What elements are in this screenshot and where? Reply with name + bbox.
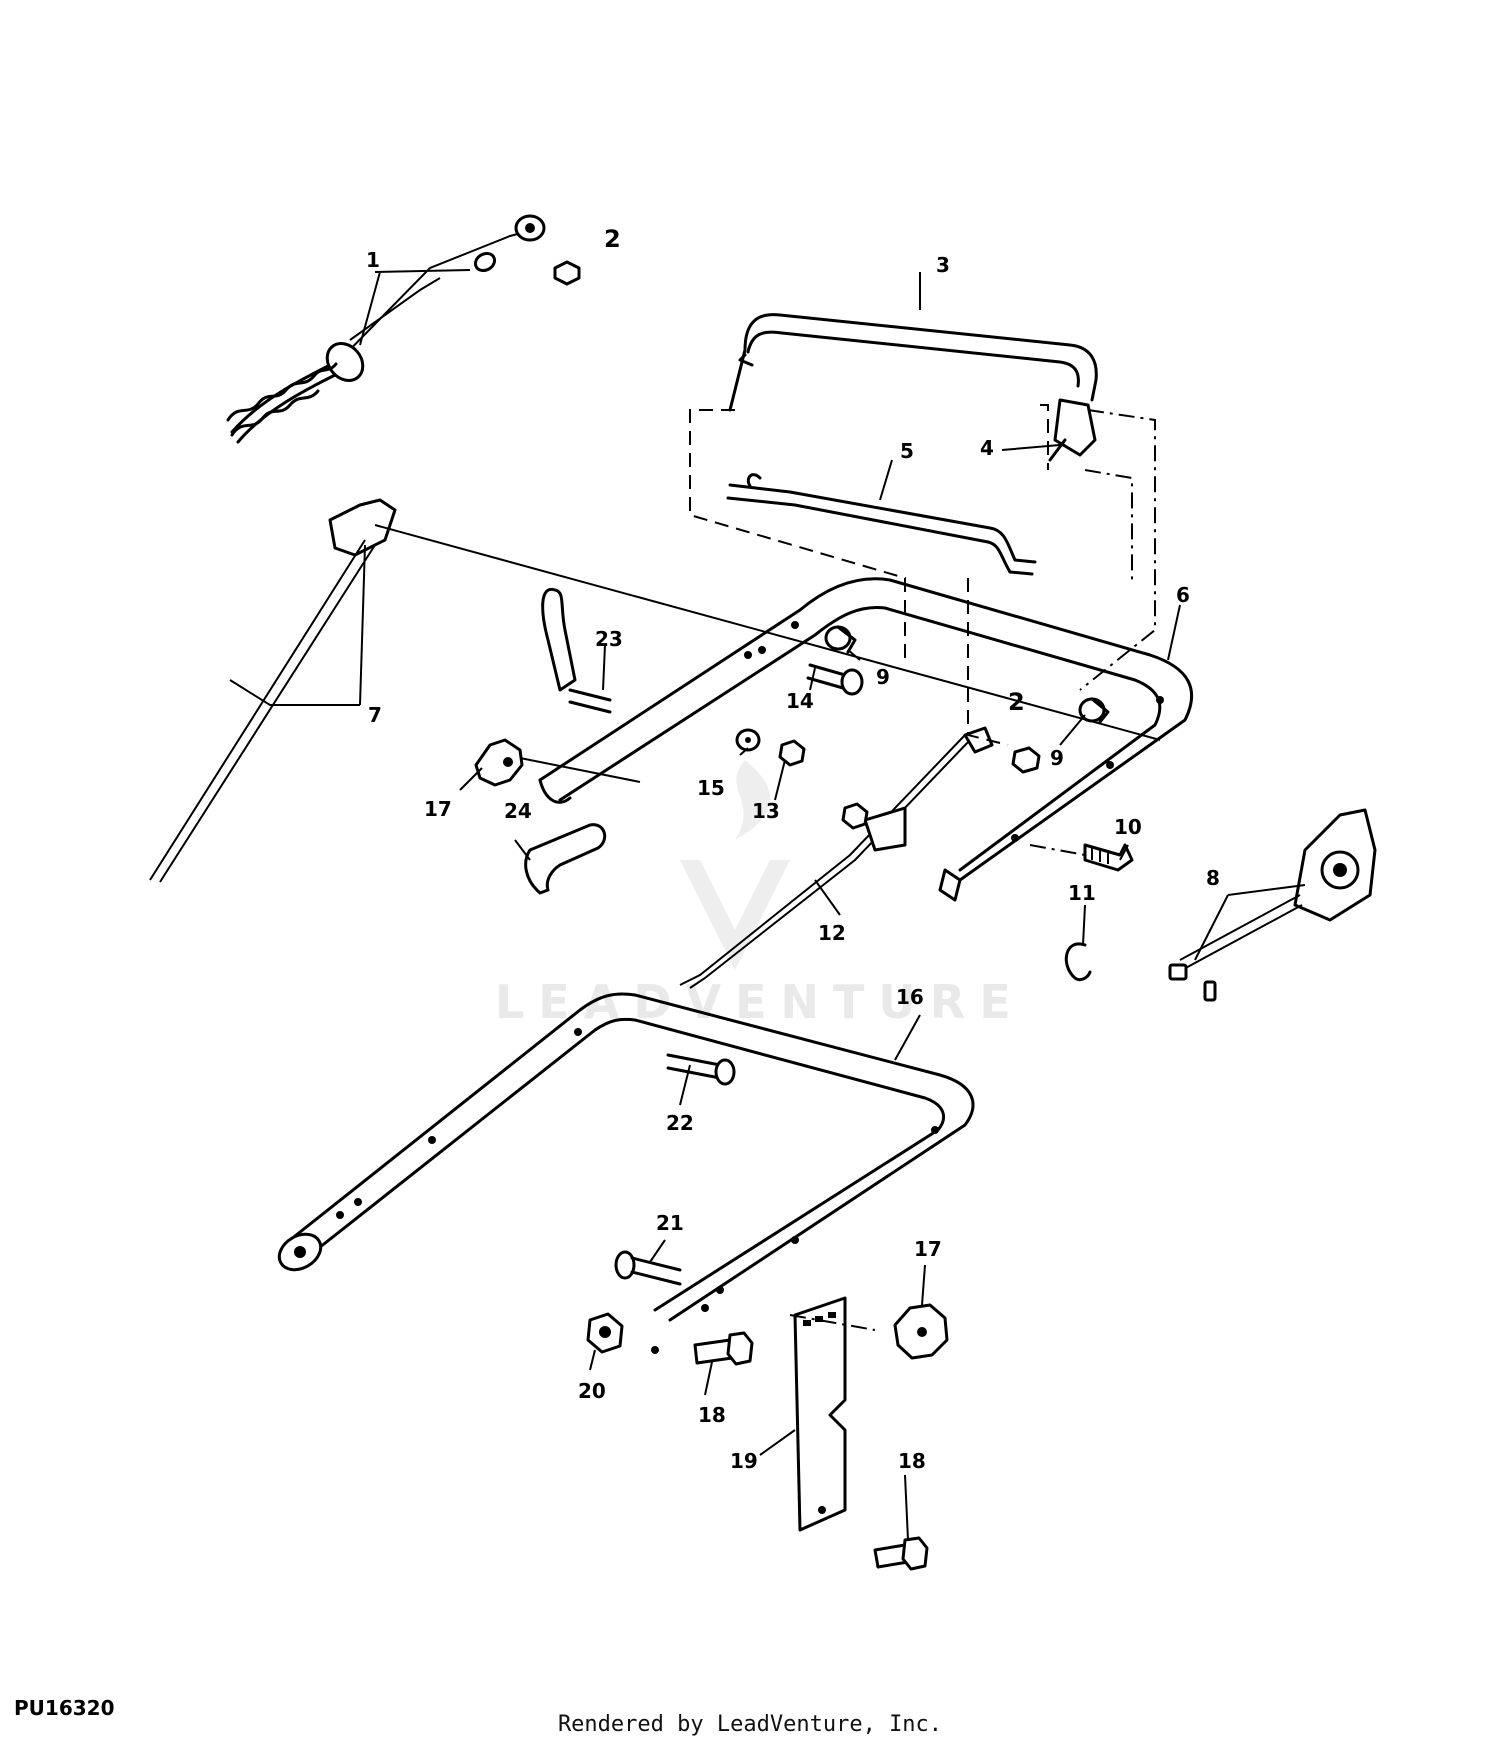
part-12-link-rod bbox=[679, 726, 994, 989]
part-1-control-cable bbox=[226, 214, 546, 444]
part-8-control-box bbox=[1168, 808, 1377, 1002]
callout-16: 16 bbox=[896, 985, 924, 1009]
part-24-sleeve bbox=[524, 823, 607, 895]
part-19-bracket bbox=[793, 1296, 847, 1532]
callout-6: 6 bbox=[1176, 583, 1190, 607]
part-2-nut bbox=[553, 260, 581, 286]
part-6-upper-handle-frame bbox=[538, 577, 1194, 902]
part-5-rod bbox=[726, 473, 1037, 576]
part-9-spacer-left bbox=[824, 625, 857, 654]
part-15-washer bbox=[735, 728, 761, 752]
watermark: LEADVENTURE bbox=[495, 760, 1025, 1029]
callout-24: 24 bbox=[504, 799, 532, 823]
callout-1: 1 bbox=[366, 248, 380, 272]
part-17-knob-upper bbox=[474, 738, 641, 787]
part-22-carriage-bolt bbox=[666, 1053, 736, 1086]
callout-12: 12 bbox=[818, 921, 846, 945]
watermark-text: LEADVENTURE bbox=[495, 975, 1025, 1029]
part-13-nut bbox=[778, 739, 869, 830]
callout-20: 20 bbox=[578, 1379, 606, 1403]
callout-2-top: 2 bbox=[604, 225, 621, 253]
part-10-screw bbox=[1083, 843, 1134, 872]
part-3-upper-handle bbox=[728, 313, 1098, 412]
callout-15: 15 bbox=[697, 776, 725, 800]
callout-5: 5 bbox=[900, 439, 914, 463]
assembly-lines bbox=[689, 404, 1156, 1331]
callout-18-upper: 18 bbox=[698, 1403, 726, 1427]
figure-code: PU16320 bbox=[14, 1696, 115, 1720]
callout-17-lower: 17 bbox=[914, 1237, 942, 1261]
part-21-bolt bbox=[614, 1250, 682, 1286]
callout-3: 3 bbox=[936, 253, 950, 277]
part-23-pin bbox=[541, 587, 612, 714]
callout-10: 10 bbox=[1114, 815, 1142, 839]
part-18-bolt-upper bbox=[693, 1331, 754, 1366]
part-11-retaining-ring bbox=[1064, 942, 1092, 982]
callout-21: 21 bbox=[656, 1211, 684, 1235]
callout-13: 13 bbox=[752, 799, 780, 823]
callout-8: 8 bbox=[1206, 866, 1220, 890]
callout-23: 23 bbox=[595, 627, 623, 651]
part-9-spacer-right bbox=[1078, 697, 1110, 724]
callout-4: 4 bbox=[980, 436, 994, 460]
callouts: 1 2 3 4 5 6 7 8 9 9 10 11 12 13 14 15 16… bbox=[366, 225, 1220, 1473]
leader-lines bbox=[229, 269, 1306, 1541]
part-4-clip bbox=[1048, 398, 1097, 462]
callout-22: 22 bbox=[666, 1111, 694, 1135]
callout-2-mid: 2 bbox=[1008, 688, 1025, 716]
callout-17-upper: 17 bbox=[424, 797, 452, 821]
part-14-bolt bbox=[806, 663, 864, 696]
part-2-nut-lower bbox=[1011, 746, 1041, 774]
callout-18-lower: 18 bbox=[898, 1449, 926, 1473]
callout-11: 11 bbox=[1068, 881, 1096, 905]
part-16-lower-handle-frame bbox=[277, 992, 975, 1354]
callout-14: 14 bbox=[786, 689, 814, 713]
part-20-nut bbox=[586, 1312, 624, 1354]
part-18-bolt-lower bbox=[873, 1536, 929, 1571]
part-7-cable bbox=[149, 498, 1161, 883]
footer-credit: Rendered by LeadVenture, Inc. bbox=[557, 1712, 943, 1737]
part-17-knob-lower bbox=[893, 1303, 949, 1360]
callout-7: 7 bbox=[368, 703, 382, 727]
callout-19: 19 bbox=[730, 1449, 758, 1473]
callout-9-right: 9 bbox=[1050, 746, 1064, 770]
callout-9-left: 9 bbox=[876, 665, 890, 689]
